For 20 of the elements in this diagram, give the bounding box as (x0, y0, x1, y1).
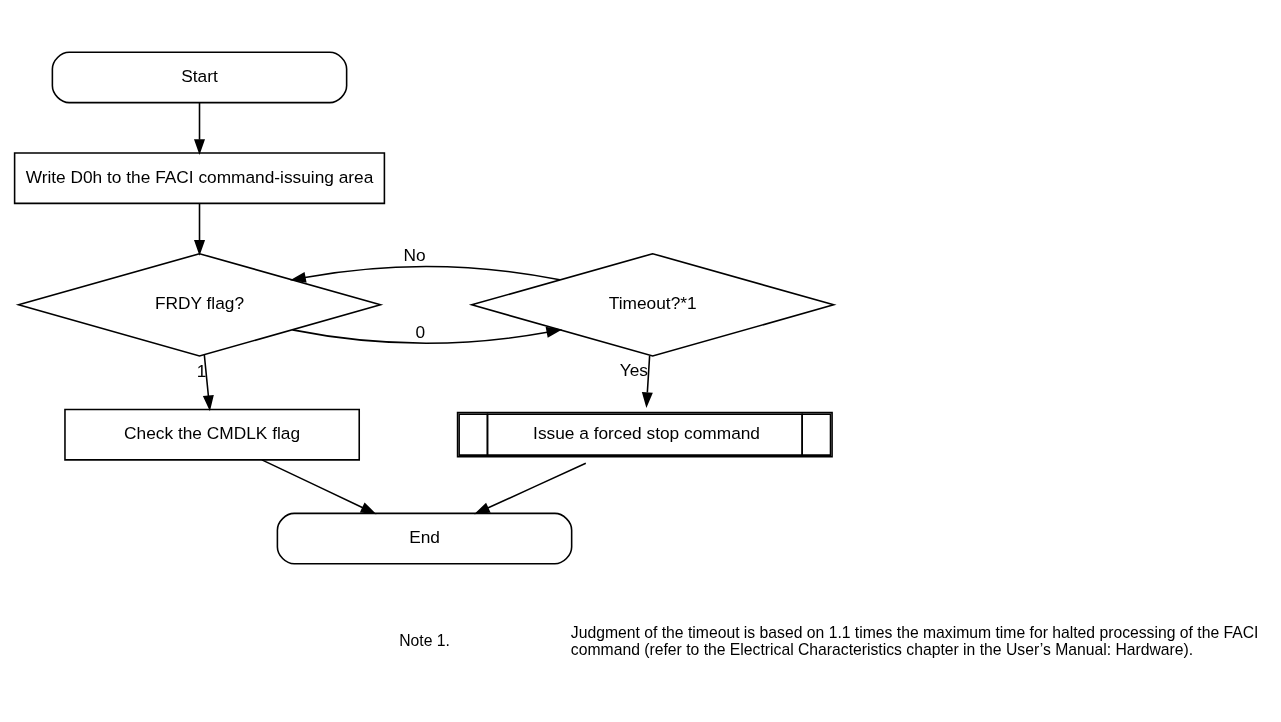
node-box: Write D0h to the FACI command-issuing area (13, 151, 386, 204)
node-box: Start (51, 51, 348, 103)
edge-label: No (403, 244, 426, 265)
arrow (194, 202, 205, 256)
edge-label: 0 (415, 321, 426, 342)
node-box: Check the CMDLK flag (64, 408, 360, 461)
arrow (291, 326, 563, 344)
arrow (290, 265, 561, 283)
node-diamond: Timeout?*1 (468, 252, 837, 357)
edge-label: 1 (196, 360, 207, 381)
edge-label: Yes (619, 359, 649, 380)
label: Judgment of the timeout is based on 1.1 times the maximum time for halted processing of the FACI command (refer to the Electrical Characteristics chapter in the User’s Manual: Hardware). (570, 623, 1259, 658)
arrow (202, 353, 214, 411)
arrow (261, 458, 377, 514)
arrow (474, 461, 587, 514)
label: Note 1. (399, 631, 450, 649)
arrow (641, 354, 653, 408)
node-box: End (276, 512, 573, 564)
arrow (194, 101, 205, 155)
node-diamond: FRDY flag? (15, 252, 384, 357)
